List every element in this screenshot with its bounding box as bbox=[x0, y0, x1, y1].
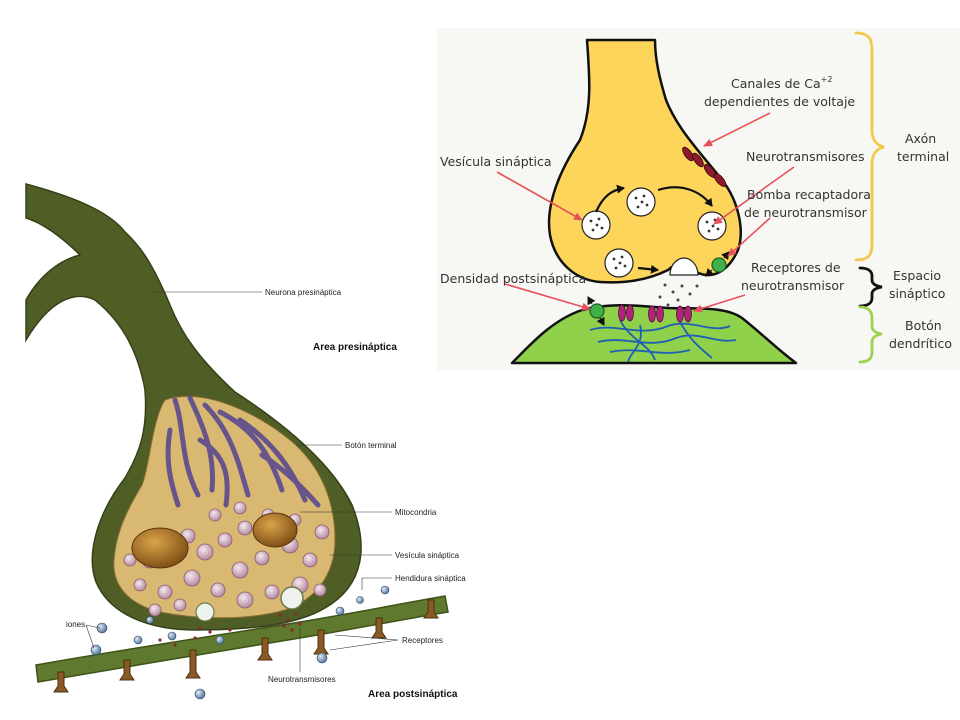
right-fusing-vesicle bbox=[669, 257, 699, 276]
label-densidad-postsinaptica: Densidad postsináptica bbox=[440, 271, 586, 286]
left-leader-lines bbox=[85, 291, 399, 672]
boton-dendritico-brace bbox=[858, 305, 883, 364]
released-neurotransmitter bbox=[658, 283, 699, 307]
label-neurotransmisores-left: Neurotransmisores bbox=[268, 675, 336, 684]
left-synapse-diagram: Neurona presináptica Area presináptica B… bbox=[25, 183, 466, 700]
espacio-sinaptico-brace bbox=[858, 266, 883, 308]
label-area-presinaptica: Area presináptica bbox=[313, 342, 397, 353]
label-receptores: Receptores bbox=[402, 636, 443, 645]
right-synapse-diagram: Canales de Ca+2 dependientes de voltaje … bbox=[437, 28, 960, 370]
label-neurotransmisores-right: Neurotransmisores bbox=[746, 149, 865, 164]
label-canales-ca-line2: dependientes de voltaje bbox=[704, 94, 855, 109]
fusing-vesicle bbox=[280, 586, 304, 610]
label-hendidura-sinaptica: Hendidura sináptica bbox=[395, 574, 466, 583]
label-espacio: Espacio bbox=[893, 268, 941, 283]
label-dendritico: dendrítico bbox=[889, 336, 952, 351]
right-red-arrows bbox=[496, 112, 795, 313]
mitochondrion-1 bbox=[131, 527, 189, 569]
calcium-channels bbox=[682, 146, 727, 187]
fusing-vesicle-2 bbox=[195, 602, 215, 622]
postsynaptic-receptors bbox=[53, 599, 439, 693]
label-neurona-presinaptica: Neurona presináptica bbox=[265, 288, 342, 297]
label-canales-ca-line1: Canales de Ca+2 bbox=[731, 75, 832, 91]
neurotransmitter-dots bbox=[158, 612, 302, 647]
label-iones: iones bbox=[66, 620, 85, 629]
axon-terminal-brace bbox=[854, 31, 885, 262]
ions bbox=[90, 585, 390, 700]
vesicle-cycle-arrows bbox=[594, 184, 713, 274]
label-vesicula-sinaptica-left: Vesícula sináptica bbox=[395, 551, 460, 560]
postsynaptic-density bbox=[589, 319, 737, 363]
postsynaptic-membrane bbox=[35, 595, 449, 683]
label-mitocondria: Mitocondria bbox=[395, 508, 437, 517]
label-receptores-line1: Receptores de bbox=[751, 260, 841, 275]
label-boton: Botón bbox=[905, 318, 942, 333]
label-bomba-line1: Bomba recaptadora bbox=[747, 187, 871, 202]
dendritic-bouton-shape bbox=[510, 304, 798, 365]
label-area-postsinaptica: Area postsináptica bbox=[368, 689, 458, 700]
mitochondrion-2 bbox=[252, 512, 298, 548]
label-axon: Axón bbox=[905, 131, 936, 146]
cytoskeleton-filaments bbox=[165, 395, 321, 508]
label-receptores-line2: neurotransmisor bbox=[741, 278, 845, 293]
label-terminal: terminal bbox=[897, 149, 949, 164]
label-vesicula-sinaptica-right: Vesícula sináptica bbox=[440, 154, 552, 169]
label-bomba-line2: de neurotransmisor bbox=[744, 205, 868, 220]
reuptake-pumps bbox=[589, 257, 727, 319]
label-boton-terminal: Botón terminal bbox=[345, 441, 397, 450]
label-sinaptico: sináptico bbox=[889, 286, 945, 301]
neurotransmitter-receptors bbox=[618, 304, 692, 323]
